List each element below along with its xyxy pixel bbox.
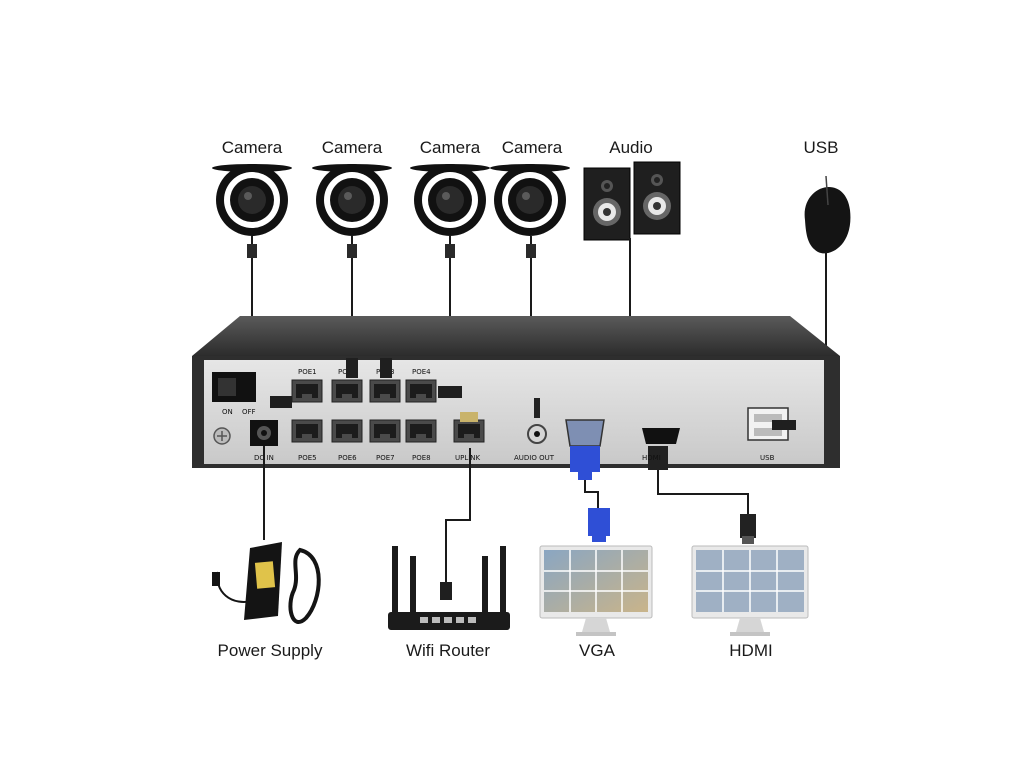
vga-monitor-icon: [539, 545, 653, 636]
on-label: ON: [222, 408, 233, 416]
poe1-label: POE1: [298, 368, 317, 376]
camera-2-icon: [312, 164, 392, 236]
uplink-label: UPLINK: [455, 454, 481, 462]
poe5-label: POE5: [298, 454, 317, 462]
hdmi-monitor-icon: [691, 545, 809, 636]
hdmi-label: HDMI: [729, 641, 773, 660]
camera-1-label: Camera: [221, 138, 283, 157]
usb-port-label: USB: [760, 454, 775, 462]
camera-4-icon: [490, 164, 570, 236]
vga-label: VGA: [579, 641, 615, 660]
poe6-label: POE6: [338, 454, 357, 462]
bottom-cables: [263, 446, 749, 584]
ground-screw-icon: [213, 427, 231, 445]
power-adapter-icon: [212, 542, 321, 624]
audio-out-label: AUDIO OUT: [514, 454, 555, 462]
usb-label: USB: [803, 138, 839, 157]
vga-cable-plug: [588, 508, 610, 542]
camera-3-label: Camera: [419, 138, 481, 157]
camera-3-icon: [410, 164, 490, 236]
camera-plugs: [247, 244, 536, 258]
usb-port: [747, 407, 796, 441]
audio-out-jack: [527, 398, 547, 444]
poe-plugs: [270, 358, 462, 408]
poe8-label: POE8: [412, 454, 431, 462]
poe7-label: POE7: [376, 454, 395, 462]
uplink-port: [453, 412, 485, 443]
hdmi-port: [642, 428, 680, 470]
poe4-label: POE4: [412, 368, 431, 376]
hdmi-port-logo: HDMI: [642, 454, 661, 462]
camera-2-label: Camera: [321, 138, 383, 157]
usb-mouse-icon: [804, 175, 851, 254]
audio-label: Audio: [609, 138, 653, 157]
camera-4-label: Camera: [501, 138, 563, 157]
off-label: OFF: [242, 408, 256, 416]
speaker-icon: [583, 161, 681, 241]
power-switch: [212, 372, 256, 402]
power-supply-label: Power Supply: [217, 641, 323, 660]
nvr-recorder: [192, 316, 840, 468]
wifi-router-label: Wifi Router: [405, 641, 491, 660]
hdmi-cable-plug: [740, 514, 756, 544]
vga-port: [565, 419, 605, 480]
wifi-router-icon: [388, 546, 510, 630]
camera-1-icon: [212, 164, 292, 236]
dc-in-jack: [250, 420, 278, 446]
